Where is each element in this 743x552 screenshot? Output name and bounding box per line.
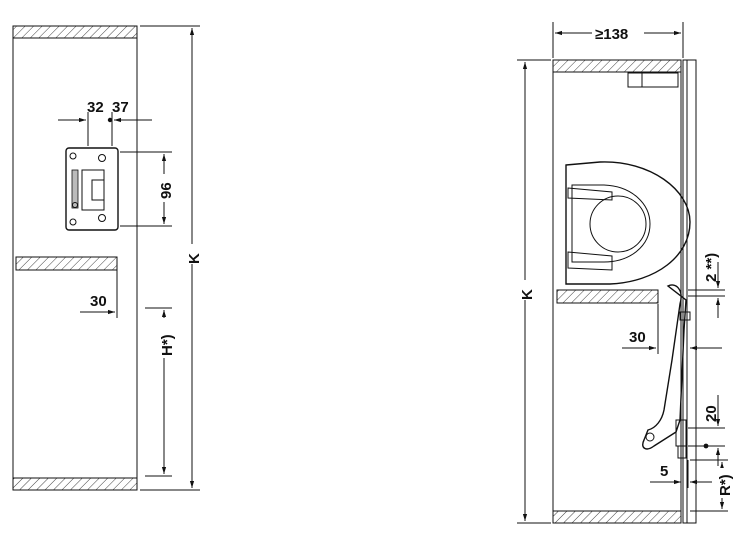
dim-30-right: 30 bbox=[629, 329, 646, 346]
dim-20: 20 bbox=[703, 405, 720, 422]
dim-30-left: 30 bbox=[90, 293, 107, 310]
door-front bbox=[682, 59, 697, 524]
right-top-panel bbox=[552, 59, 682, 73]
lift-arm bbox=[642, 284, 691, 459]
dim-96: 96 bbox=[158, 182, 175, 199]
dim-37: 37 bbox=[112, 99, 129, 116]
right-bottom-panel bbox=[552, 510, 682, 524]
dim-r: R*) bbox=[717, 474, 734, 496]
lift-mechanism bbox=[565, 161, 691, 285]
dim-h: H*) bbox=[159, 334, 176, 356]
left-cabinet-view: 32 37 96 30 H*) K bbox=[12, 25, 203, 491]
left-shelf bbox=[15, 256, 118, 271]
left-top-panel bbox=[12, 25, 138, 39]
mounting-plate bbox=[65, 147, 119, 231]
dim-2: 2 **) bbox=[703, 253, 720, 282]
dim-5: 5 bbox=[660, 463, 668, 480]
right-shelf bbox=[556, 289, 659, 304]
dim-32: 32 bbox=[87, 99, 104, 116]
dim-k-left: K bbox=[186, 253, 203, 264]
right-cabinet-view: ≥138 K 2 **) 30 20 5 bbox=[516, 22, 734, 524]
dim-k-right: K bbox=[519, 289, 536, 300]
dim-138: ≥138 bbox=[595, 26, 628, 43]
left-bottom-panel bbox=[12, 477, 138, 491]
